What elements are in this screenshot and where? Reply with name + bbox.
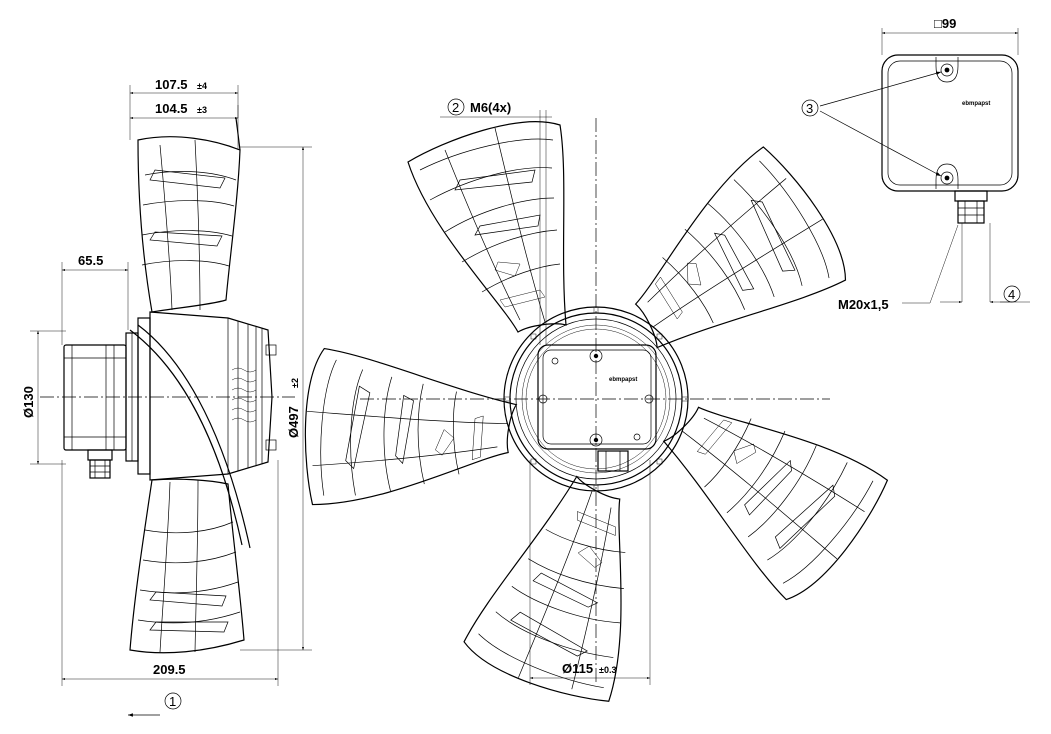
callout-3: 3 [806,101,813,116]
dim-104-tol: ±3 [197,105,207,115]
dim-107-tol: ±4 [197,81,207,91]
dim-497-value: Ø497 [286,406,301,438]
callout-4: 4 [1008,287,1015,302]
dim-104-value: 104.5 [155,101,188,116]
dim-115-value: Ø115 [562,661,593,676]
dim-130-value: Ø130 [21,386,36,418]
front-view: ebmpapst 2 M6(4x) Ø115 ±0.3 [273,98,912,734]
dim-107-value: 107.5 [155,77,188,92]
m20-label: M20x1,5 [838,297,889,312]
dim-209-value: 209.5 [153,662,186,677]
dim-497-tol: ±2 [290,378,300,388]
m6-label: M6(4x) [470,100,511,115]
callout-1: 1 [169,694,176,709]
brand-label-front: ebmpapst [609,377,637,383]
terminal-box-view: ebmpapst □99 3 M20x1,5 4 [801,16,1030,312]
fan-blade [407,121,567,333]
callout-2: 2 [452,100,459,115]
dim-65-value: 65.5 [78,253,103,268]
dim-99-value: □99 [934,16,956,31]
brand-label-box: ebmpapst [962,101,990,107]
dim-115-tol: ±0.3 [599,665,616,675]
side-view: 107.5 ±4 104.5 ±3 65.5 Ø130 Ø497 ±2 209.… [21,77,312,717]
